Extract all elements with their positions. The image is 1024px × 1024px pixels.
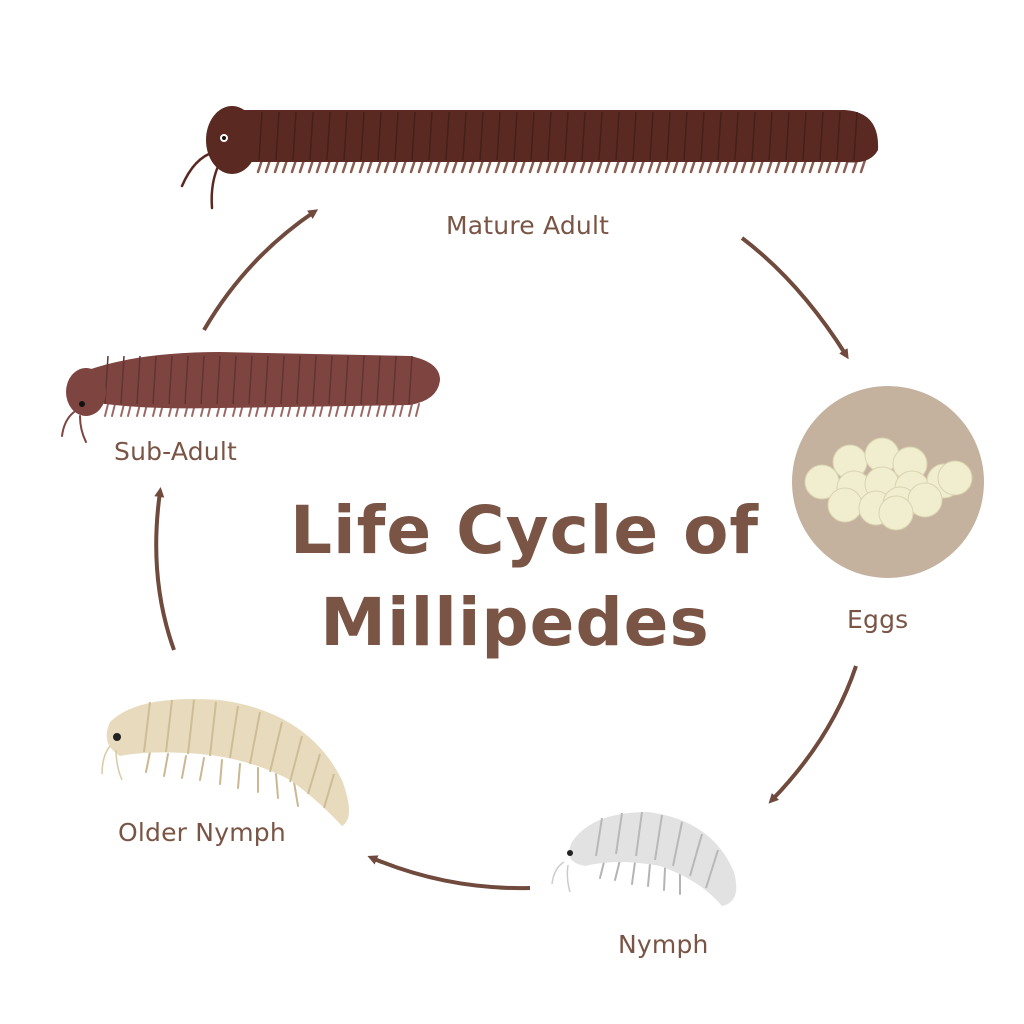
arrow-mature-to-eggs xyxy=(740,236,849,360)
stage-label-mature-adult: Mature Adult xyxy=(446,211,610,240)
arrow-sub-adult-to-mature xyxy=(202,209,319,332)
stage-label-eggs: Eggs xyxy=(847,605,909,634)
older-nymph-illustration xyxy=(101,698,350,826)
arrow-nymph-to-older-nymph xyxy=(367,855,531,891)
stage-label-sub-adult: Sub-Adult xyxy=(114,437,237,466)
diagram-title-line-1: Life Cycle of xyxy=(290,492,760,569)
arrow-older-nymph-to-sub-adult xyxy=(154,487,176,651)
arrow-eggs-to-nymph xyxy=(768,665,858,804)
mature-adult-millipede-illustration xyxy=(180,106,879,210)
diagram-title-line-2: Millipedes xyxy=(320,584,710,661)
sub-adult-millipede-illustration xyxy=(61,352,440,443)
stage-label-nymph: Nymph xyxy=(618,930,709,959)
nymph-illustration xyxy=(551,811,737,906)
eggs-illustration xyxy=(792,386,984,578)
stage-label-older-nymph: Older Nymph xyxy=(118,818,286,847)
